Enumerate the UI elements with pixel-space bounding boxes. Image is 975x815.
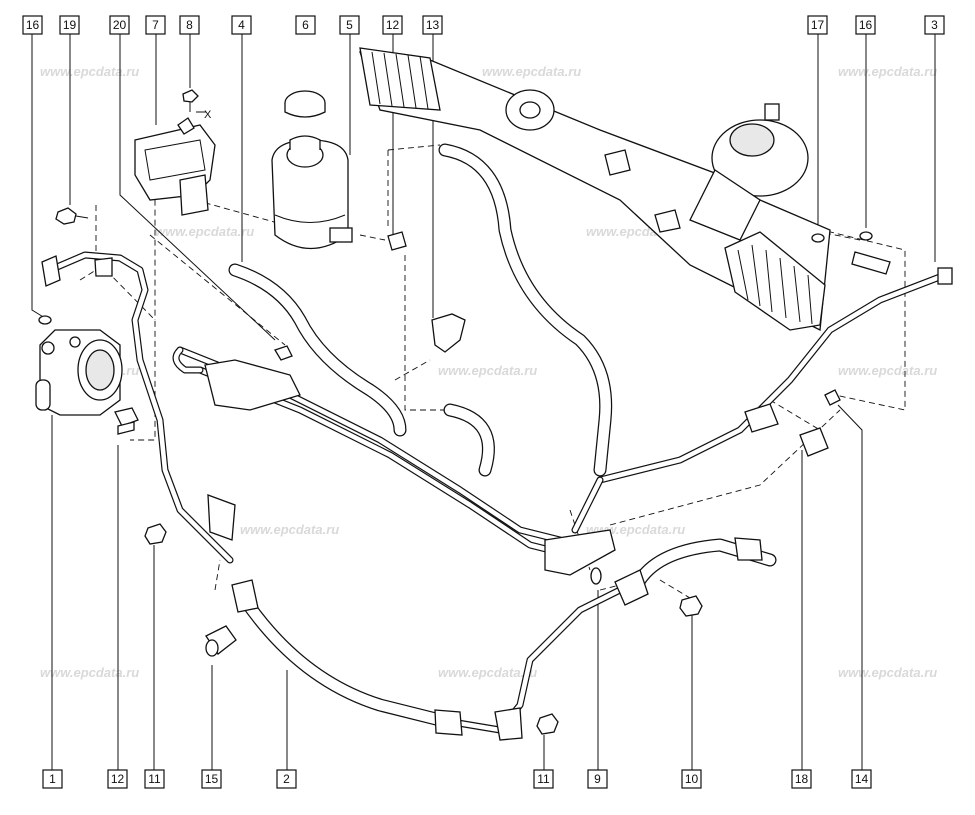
bolt-19 <box>55 207 89 225</box>
callout-7: 7 <box>145 15 166 35</box>
callout-label: 1 <box>49 772 56 786</box>
watermark-text: www.epcdata.ru <box>155 224 254 239</box>
callout-11-right: 11 <box>533 769 554 789</box>
bolt-10 <box>679 595 703 617</box>
callout-label: 18 <box>795 772 809 786</box>
watermark-text: www.epcdata.ru <box>438 665 537 680</box>
callout-8: 8 <box>179 15 200 35</box>
watermark-text: www.epcdata.ru <box>40 665 139 680</box>
callout-17: 17 <box>807 15 828 35</box>
union-15 <box>205 625 237 657</box>
callout-label: 12 <box>111 772 125 786</box>
pressure-pipe-3 <box>571 251 953 534</box>
watermark-text: www.epcdata.ru <box>482 64 581 79</box>
callout-5: 5 <box>339 15 360 35</box>
washer-16-left <box>38 315 52 325</box>
bush-18 <box>799 427 829 457</box>
callout-label: 7 <box>152 18 159 32</box>
callout-label: 3 <box>931 18 938 32</box>
callout-19: 19 <box>59 15 80 35</box>
callout-13: 13 <box>422 15 443 35</box>
callout-16-top-left: 16 <box>22 15 43 35</box>
high-pressure-hose-2 <box>41 251 777 741</box>
callout-2: 2 <box>276 769 297 789</box>
callout-3: 3 <box>924 15 945 35</box>
callouts-top: 16 19 20 7 8 4 6 5 <box>22 15 945 35</box>
callout-label: 20 <box>113 18 127 32</box>
callout-label: 6 <box>302 18 309 32</box>
marker-x: X <box>204 109 212 121</box>
callout-16-top-right: 16 <box>855 15 876 35</box>
seal-9 <box>590 567 602 585</box>
callouts-bottom: 1 12 11 15 2 11 9 10 <box>42 769 872 789</box>
callout-label: 15 <box>205 772 219 786</box>
bolt-11-left <box>144 523 167 545</box>
callout-15: 15 <box>201 769 222 789</box>
clamp-12-reservoir <box>387 231 407 251</box>
callout-label: 10 <box>685 772 699 786</box>
callout-label: 9 <box>594 772 601 786</box>
rack-left-boot <box>359 47 441 111</box>
steering-rack <box>359 47 831 332</box>
watermark-text: www.epcdata.ru <box>40 64 139 79</box>
callout-label: 16 <box>26 18 40 32</box>
watermark-text: www.epcdata.ru <box>838 665 937 680</box>
rack-right-boot <box>724 231 826 331</box>
callout-label: 12 <box>386 18 400 32</box>
bolt-11-right <box>536 713 559 735</box>
callout-label: 14 <box>855 772 869 786</box>
bolt-8: X <box>182 89 212 121</box>
callout-10: 10 <box>681 769 702 789</box>
callout-label: 16 <box>859 18 873 32</box>
callout-label: 13 <box>426 18 440 32</box>
rack-mount-clamp <box>505 89 555 131</box>
cooler-pipe-assembly <box>172 345 616 576</box>
callout-4: 4 <box>231 15 252 35</box>
return-hose-4 <box>228 263 407 437</box>
callout-label: 19 <box>63 18 77 32</box>
clip-12-pump <box>114 407 139 435</box>
callout-label: 4 <box>238 18 245 32</box>
callout-label: 8 <box>186 18 193 32</box>
watermark-text: www.epcdata.ru <box>838 363 937 378</box>
callout-20: 20 <box>109 15 130 35</box>
callout-label: 11 <box>148 772 161 786</box>
clamp-13 <box>431 313 466 353</box>
callout-11-left: 11 <box>144 769 165 789</box>
callout-1: 1 <box>42 769 63 789</box>
callout-14: 14 <box>851 769 872 789</box>
fluid-reservoir <box>271 90 353 250</box>
callout-6: 6 <box>295 15 316 35</box>
watermark-text: www.epcdata.ru <box>838 64 937 79</box>
callout-label: 17 <box>811 18 825 32</box>
watermark-text: www.epcdata.ru <box>438 363 537 378</box>
nut-14 <box>824 389 841 406</box>
leader-lines <box>31 34 936 770</box>
washer-17 <box>811 233 825 243</box>
rack-valve-housing <box>689 103 809 241</box>
washer-16-right <box>859 231 873 241</box>
callout-18: 18 <box>791 769 812 789</box>
watermark-layer: www.epcdata.ru www.epcdata.ru www.epcdat… <box>40 64 937 680</box>
callout-12-top: 12 <box>382 15 403 35</box>
callout-label: 5 <box>346 18 353 32</box>
callout-label: 2 <box>283 772 290 786</box>
reservoir-bracket <box>134 117 216 216</box>
callout-12-bottom: 12 <box>107 769 128 789</box>
callout-9: 9 <box>587 769 608 789</box>
callout-label: 11 <box>537 772 550 786</box>
watermark-text: www.epcdata.ru <box>240 522 339 537</box>
return-hose-rack <box>438 143 613 477</box>
power-steering-pump <box>35 329 123 416</box>
